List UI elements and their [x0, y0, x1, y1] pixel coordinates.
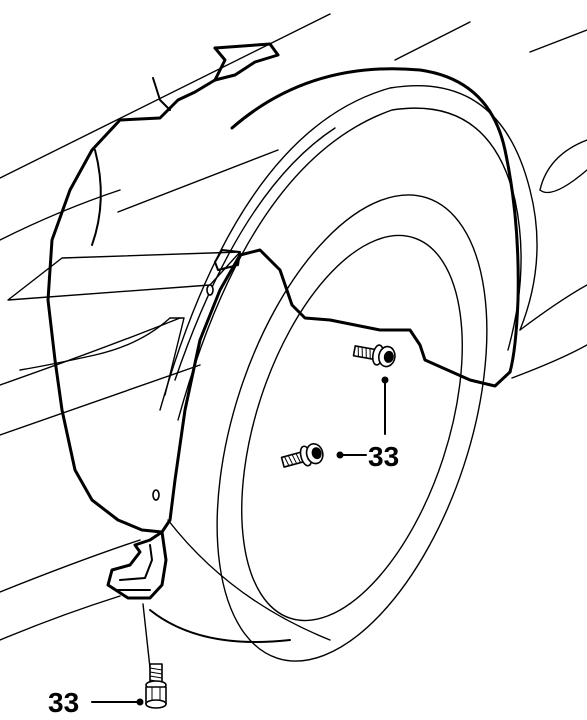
lower-fastener-callout: 33 [48, 687, 79, 718]
upper-fastener [352, 344, 396, 368]
vehicle-body-lines [0, 13, 587, 641]
fender-liner [46, 42, 520, 534]
tire [149, 194, 488, 662]
upper-fastener-callout: 33 [368, 441, 399, 472]
mud-flap [106, 530, 168, 600]
leader-lines [91, 376, 389, 706]
lower-fastener [142, 603, 167, 709]
fender-arch [159, 84, 538, 421]
middle-fastener [280, 442, 324, 468]
